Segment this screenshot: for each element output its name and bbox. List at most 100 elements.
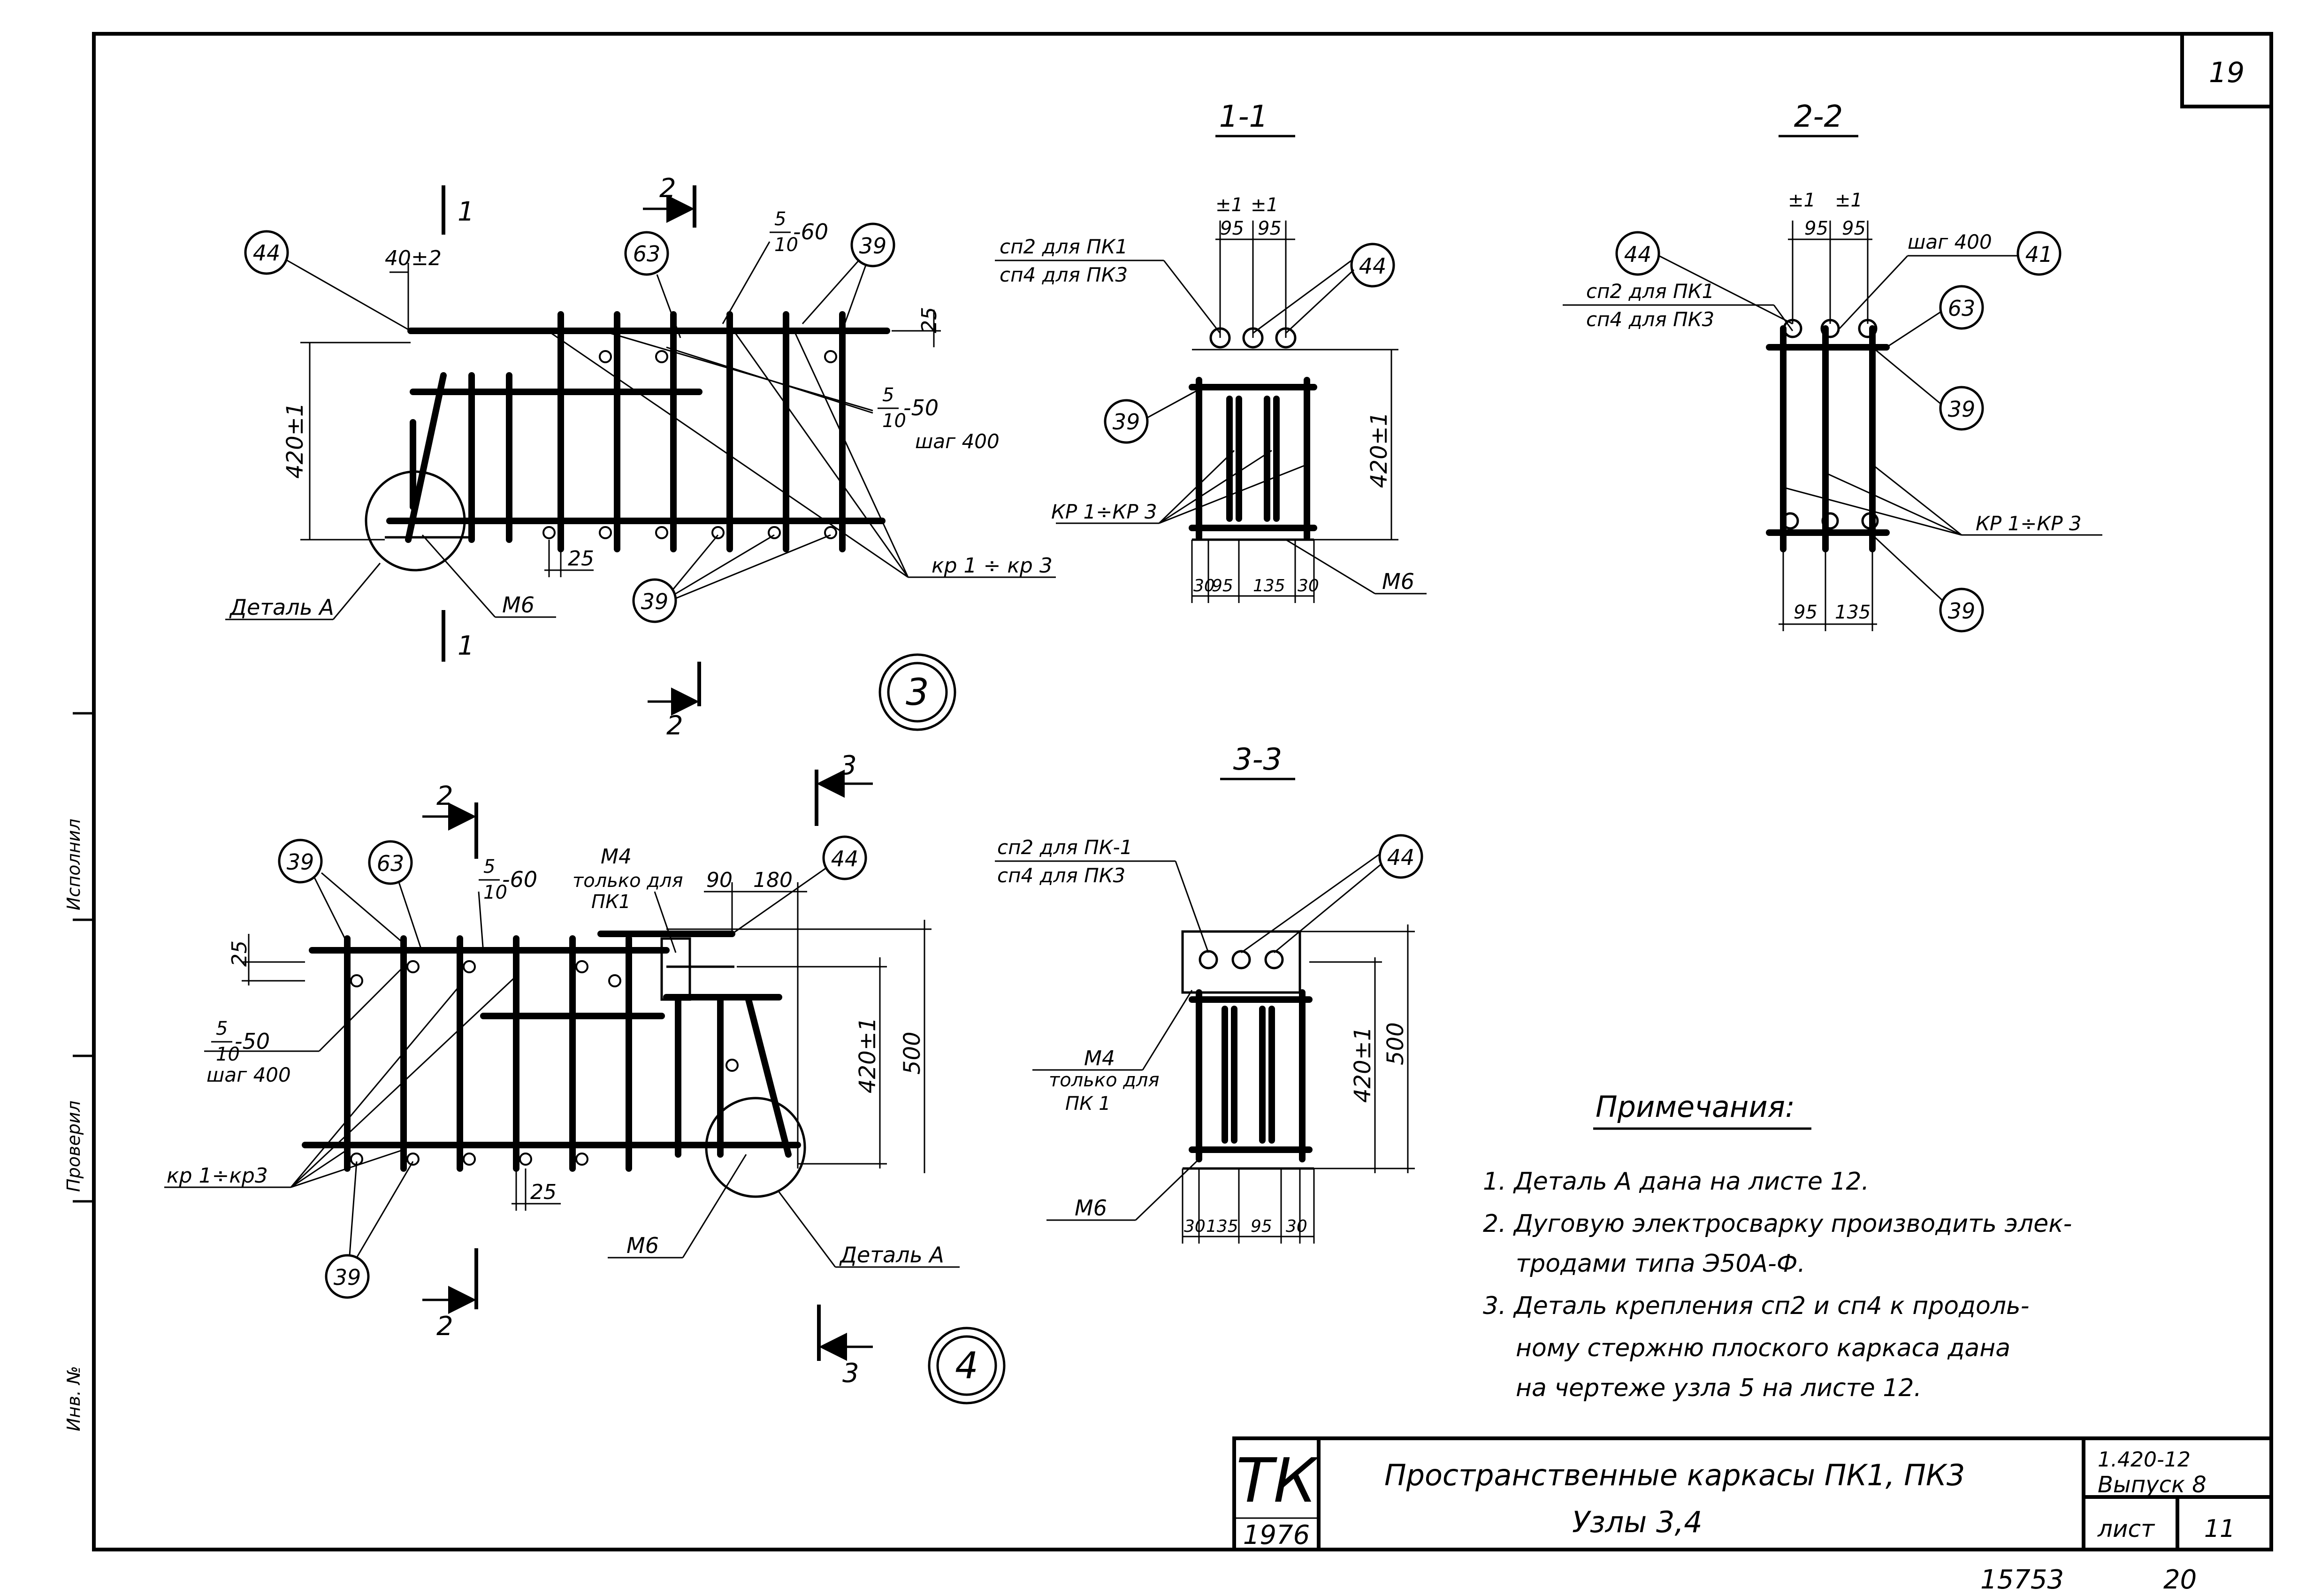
note-3-line-1: 3. Деталь крепления сп2 и сп4 к продоль- (1483, 1292, 2029, 1320)
svg-text:3: 3 (842, 1358, 859, 1389)
footer-inventory: 15753 (1980, 1565, 2064, 1595)
svg-text:±1: ±1 (1215, 194, 1243, 216)
node4-balloon-39-top (278, 839, 323, 884)
cut-2-bottom-label: 2 (666, 710, 683, 741)
svg-text:39: 39 (1113, 409, 1140, 435)
node4-balloon-44 (822, 835, 867, 880)
node-3-elevation: 1 1 2 2 420±1 40±2 (225, 173, 1056, 741)
svg-text:95: 95 (1804, 218, 1828, 239)
s33-m6-label: M6 (1075, 1195, 1107, 1221)
node-4-elevation: 2 2 3 3 25 (164, 750, 1006, 1405)
s11-m6-label: M6 (1382, 569, 1414, 594)
node3-dim-420: 420±1 (282, 403, 308, 479)
title-year: 1976 (1243, 1520, 1310, 1550)
svg-text:±1: ±1 (1835, 190, 1863, 211)
svg-text:95: 95 (1258, 218, 1282, 239)
svg-text:39: 39 (1948, 397, 1976, 422)
footer-page: 20 (2163, 1565, 2197, 1595)
note-2-line-1: 2. Дуговую электросварку производить эле… (1483, 1210, 2072, 1238)
svg-text:2: 2 (436, 781, 453, 811)
s33-sp4-label: сп4 для ПК3 (997, 864, 1125, 887)
s11-sp4-label: сп4 для ПК3 (1000, 263, 1128, 286)
node4-step-400: шаг 400 (206, 1063, 291, 1086)
side-stamp: Инв. № Проверил Исполнил (63, 712, 94, 1431)
s33-balloon-44 (1378, 834, 1423, 879)
section-2-2: 2-2 ±1 ±1 95 95 44 сп2 для ПК1 сп4 для П… (1563, 99, 2102, 633)
section-3-3-title: 3-3 (1233, 742, 1283, 777)
title-block: ТК 1976 Пространственные каркасы ПК1, ПК… (1232, 1436, 2273, 1551)
node4-m4-note-2: ПК1 (591, 891, 631, 913)
svg-text:95: 95 (1794, 602, 1817, 623)
svg-text:44: 44 (831, 846, 859, 871)
svg-text:39: 39 (287, 849, 314, 875)
svg-text:95: 95 (1212, 576, 1233, 596)
node-3-number: 3 (906, 672, 929, 714)
node4-dim-420: 420±1 (855, 1017, 881, 1093)
s22-sp2-label: сп2 для ПК1 (1586, 280, 1714, 303)
node4-balloon-63 (368, 840, 413, 885)
section-2-2-title: 2-2 (1794, 99, 1843, 134)
detail-a-circle-node4 (705, 1097, 806, 1198)
s22-kr-label: КР 1÷КР 3 (1976, 512, 2082, 535)
node3-step-400: шаг 400 (915, 430, 1000, 453)
s11-balloon-44 (1350, 243, 1395, 288)
cut-2-top-label: 2 (659, 173, 676, 204)
title-logo: ТК (1236, 1445, 1319, 1516)
svg-text:-60: -60 (793, 219, 828, 244)
s11-kr-label: КР 1÷КР 3 (1051, 500, 1157, 523)
section-1-1-title: 1-1 (1219, 99, 1268, 134)
node4-detail-a-label: Деталь А (839, 1242, 944, 1268)
svg-text:135: 135 (1253, 576, 1285, 596)
node4-m4-note-1: только для (573, 870, 683, 892)
svg-text:63: 63 (633, 241, 661, 267)
node-4-number: 4 (955, 1345, 978, 1387)
node3-detail-a-label: Деталь А (229, 595, 334, 620)
title-sheet-label: лист (2097, 1515, 2155, 1543)
node3-m6-label: M6 (502, 592, 535, 618)
svg-text:30: 30 (1298, 576, 1319, 596)
side-stamp-inventory: Инв. № (63, 1366, 84, 1431)
svg-text:44: 44 (1624, 242, 1652, 267)
svg-text:63: 63 (377, 851, 405, 876)
svg-text:30: 30 (1286, 1217, 1307, 1236)
node4-dim-90: 90 (706, 868, 733, 892)
svg-text:44: 44 (1359, 253, 1387, 279)
s22-step-400: шаг 400 (1908, 230, 1992, 253)
node4-dim-25-bottom: 25 (530, 1180, 557, 1204)
node3-dim-25-right: 25 (917, 307, 941, 333)
node4-m6-label: M6 (626, 1233, 659, 1258)
node4-kr-label: кр 1÷кр3 (167, 1164, 268, 1188)
title-line-1: Пространственные каркасы ПК1, ПК3 (1384, 1458, 1965, 1492)
svg-text:44: 44 (253, 240, 281, 266)
svg-text:-60: -60 (502, 867, 537, 892)
svg-text:39: 39 (641, 589, 669, 614)
node-4-mark (928, 1327, 1006, 1405)
s33-m4-note-1: только для (1049, 1069, 1160, 1091)
node3-balloon-63 (624, 231, 669, 276)
section-1-1: 1-1 ±1 ±1 95 95 сп2 для ПК1 сп4 для ПК3 … (995, 99, 1427, 603)
node4-m4-label: M4 (601, 845, 632, 869)
note-3-line-3: на чертеже узла 5 на листе 12. (1516, 1374, 1922, 1402)
note-1: 1. Деталь А дана на листе 12. (1483, 1168, 1869, 1196)
sheet-number-box (2180, 32, 2273, 108)
title-line-2: Узлы 3,4 (1572, 1505, 1703, 1539)
svg-text:95: 95 (1220, 218, 1244, 239)
node4-dim-25-left: 25 (228, 940, 252, 967)
cut-1-top-label: 1 (458, 197, 474, 227)
section-3-3: 3-3 сп2 для ПК-1 сп4 для ПК3 44 M4 тольк… (995, 742, 1423, 1244)
s11-dim-420: 420±1 (1366, 412, 1392, 488)
svg-text:41: 41 (2025, 242, 2053, 267)
svg-text:135: 135 (1835, 602, 1871, 623)
s33-dim-500: 500 (1382, 1022, 1409, 1065)
s11-sp2-label: сп2 для ПК1 (1000, 235, 1128, 258)
notes-title: Примечания: (1596, 1090, 1795, 1124)
detail-a-circle-node3 (365, 470, 466, 572)
svg-text:-50: -50 (903, 395, 939, 420)
svg-text:30: 30 (1184, 1217, 1206, 1236)
svg-text:3: 3 (840, 750, 857, 781)
node3-dim-25-bottom: 25 (568, 547, 594, 571)
s11-balloon-39 (1104, 399, 1149, 444)
s22-balloon-39-top (1939, 386, 1984, 431)
